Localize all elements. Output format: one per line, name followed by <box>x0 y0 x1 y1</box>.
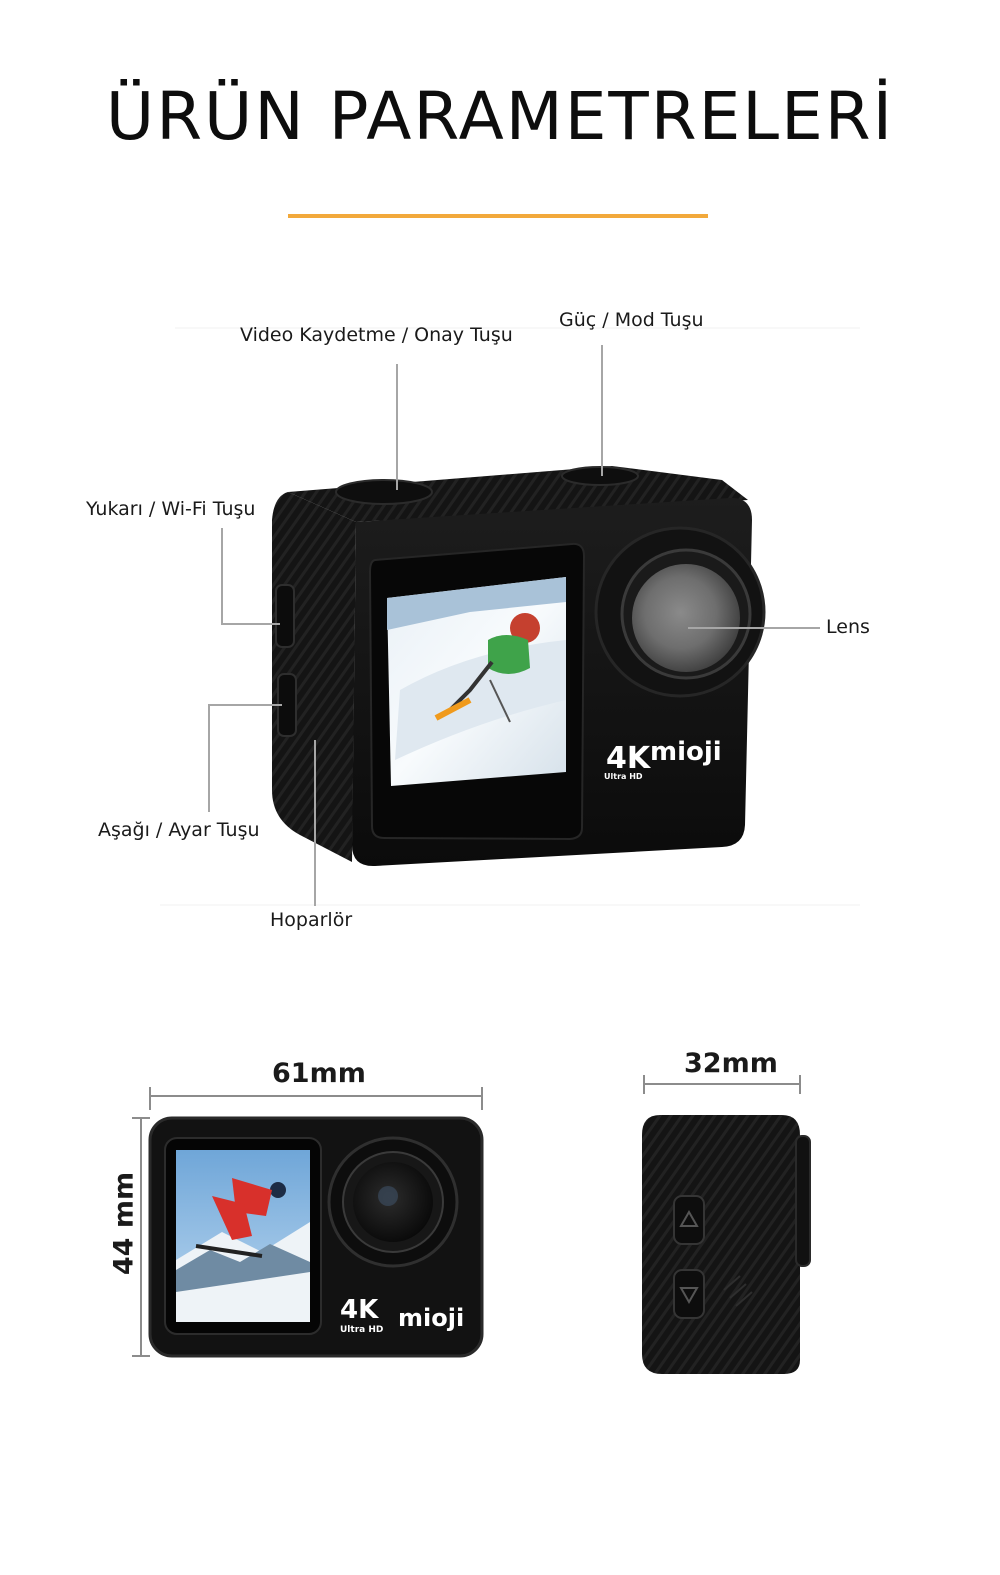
page-title: ÜRÜN PARAMETRELERİ <box>105 78 895 155</box>
callout-record-ok-button: Video Kaydetme / Onay Tuşu <box>240 324 513 346</box>
width-dimension-line <box>149 1087 483 1110</box>
width-dimension-label: 61mm <box>272 1058 366 1089</box>
title-divider <box>288 214 708 218</box>
height-dimension-line <box>132 1117 150 1357</box>
callout-up-wifi-button: Yukarı / Wi-Fi Tuşu <box>86 498 256 520</box>
callout-down-settings-button: Aşağı / Ayar Tuşu <box>98 819 260 841</box>
main-camera-ultrahd: Ultra HD <box>604 772 643 781</box>
main-camera-4k: 4K <box>606 741 652 776</box>
callout-power-mode-button: Güç / Mod Tuşu <box>559 309 704 331</box>
depth-dimension-label: 32mm <box>684 1048 778 1079</box>
callout-speaker: Hoparlör <box>270 909 353 931</box>
callout-lens: Lens <box>826 616 870 638</box>
front-camera-ultrahd: Ultra HD <box>340 1325 383 1335</box>
main-camera: 4K Ultra HD mioji <box>272 466 766 867</box>
leader-lines <box>208 345 820 906</box>
main-camera-brand: mioji <box>650 737 722 767</box>
front-view-camera: 4K Ultra HD mioji <box>148 1116 484 1358</box>
height-dimension-label: 44 mm <box>108 1171 140 1276</box>
depth-dimension-line <box>643 1075 801 1094</box>
side-view-camera <box>642 1115 811 1374</box>
front-camera-4k: 4K <box>340 1295 379 1325</box>
front-camera-brand: mioji <box>398 1304 464 1332</box>
